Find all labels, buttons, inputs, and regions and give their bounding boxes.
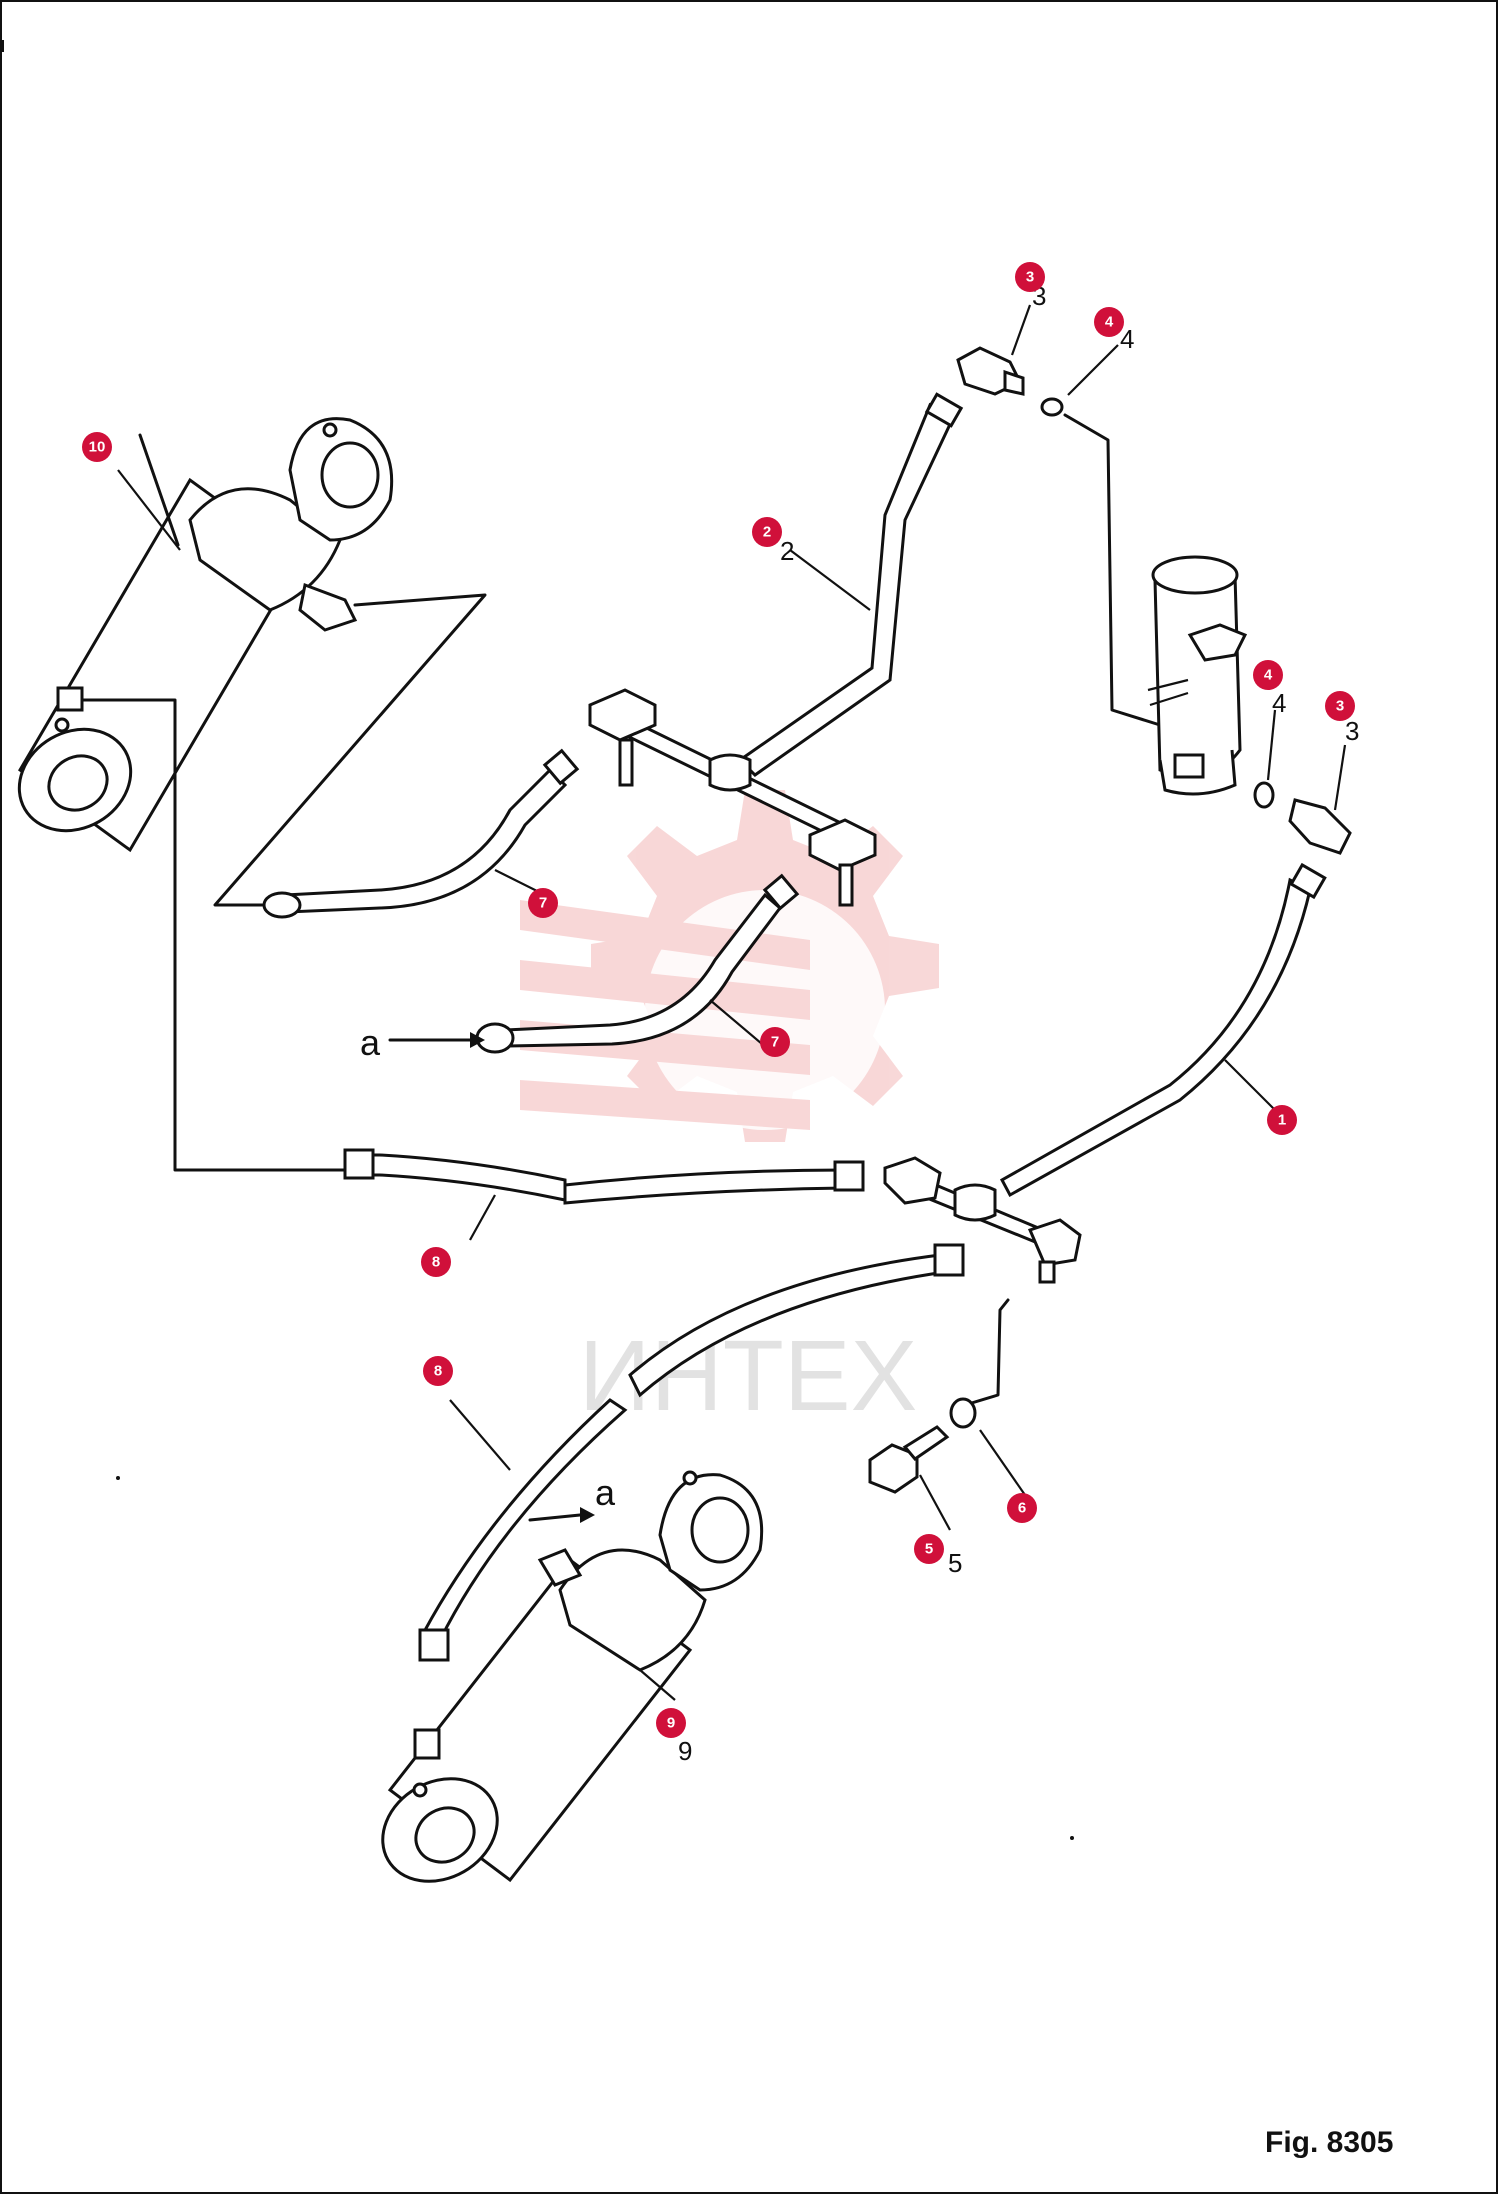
part-label-3-right: 3: [1345, 716, 1359, 746]
marker-2[interactable]: 2: [752, 517, 782, 547]
part-label-4-right: 4: [1272, 688, 1286, 718]
marker-8-upper[interactable]: 8: [421, 1247, 451, 1277]
svg-text:7: 7: [771, 1034, 779, 1051]
svg-text:4: 4: [1264, 667, 1273, 684]
marker-9[interactable]: 9: [656, 1708, 686, 1738]
cross-pipe: [588, 688, 877, 907]
hose-8-lower: [418, 1243, 965, 1662]
figure-caption: Fig. 8305: [1265, 2126, 1393, 2159]
arrow-label-a-lower: a: [595, 1472, 616, 1513]
stray-dot: [1070, 1836, 1074, 1840]
svg-text:3: 3: [1026, 269, 1034, 286]
marker-8-lower[interactable]: 8: [423, 1356, 453, 1386]
marker-1[interactable]: 1: [1267, 1105, 1297, 1135]
marker-5[interactable]: 5: [914, 1534, 944, 1564]
svg-text:9: 9: [667, 1715, 675, 1732]
svg-text:3: 3: [1336, 698, 1344, 715]
marker-6[interactable]: 6: [1007, 1493, 1037, 1523]
svg-text:10: 10: [89, 439, 106, 456]
part-label-5: 5: [948, 1548, 962, 1578]
svg-text:6: 6: [1018, 1500, 1026, 1517]
o-ring-4-right: [1253, 781, 1275, 809]
hose-2: [737, 392, 964, 777]
clamp-lower: [883, 1156, 1082, 1284]
marker-3-top[interactable]: 3: [1015, 262, 1045, 292]
corner-tick: [0, 40, 4, 52]
bolt-5: [868, 1425, 950, 1494]
o-ring-4-top: [1040, 397, 1064, 417]
marker-10[interactable]: 10: [82, 432, 112, 462]
part-label-4-top: 4: [1120, 324, 1134, 354]
washer-6: [949, 1397, 977, 1429]
stray-dot: [116, 1476, 120, 1480]
marker-4-top[interactable]: 4: [1094, 307, 1124, 337]
elbow-fitting-3-right: [1288, 798, 1352, 855]
hose-7-lower: [475, 873, 800, 1054]
cylinder-10: [17, 417, 394, 853]
arrow-label-a-left: a: [360, 1022, 381, 1063]
svg-text:5: 5: [925, 1541, 933, 1558]
arrow-a-lower: [528, 1507, 595, 1523]
marker-4-right[interactable]: 4: [1253, 660, 1283, 690]
part-label-9: 9: [678, 1736, 692, 1766]
hose-1: [999, 862, 1327, 1198]
elbow-fitting-3-top: [956, 346, 1025, 396]
svg-text:2: 2: [763, 524, 771, 541]
marker-3-right[interactable]: 3: [1325, 691, 1355, 721]
leader-lines: [117, 304, 1347, 1701]
hose-7-upper: [262, 748, 580, 919]
part-number-labels: 3 4 2 4 3 5 9: [678, 281, 1359, 1766]
svg-text:8: 8: [432, 1254, 440, 1271]
arrow-a-left: [388, 1032, 485, 1048]
marker-7-upper[interactable]: 7: [528, 888, 558, 918]
hose-8-upper: [343, 1148, 865, 1205]
marker-7-lower[interactable]: 7: [760, 1027, 790, 1057]
svg-text:1: 1: [1278, 1112, 1286, 1129]
valve-block: [1147, 555, 1248, 796]
svg-text:8: 8: [434, 1363, 442, 1380]
callout-markers: 3 4 10 2 4 3 7 7 1 8 8 6 5 9: [82, 262, 1355, 1738]
svg-text:4: 4: [1105, 314, 1114, 331]
part-label-2: 2: [780, 536, 794, 566]
svg-text:7: 7: [539, 895, 547, 912]
cylinder-9: [381, 1470, 764, 1883]
